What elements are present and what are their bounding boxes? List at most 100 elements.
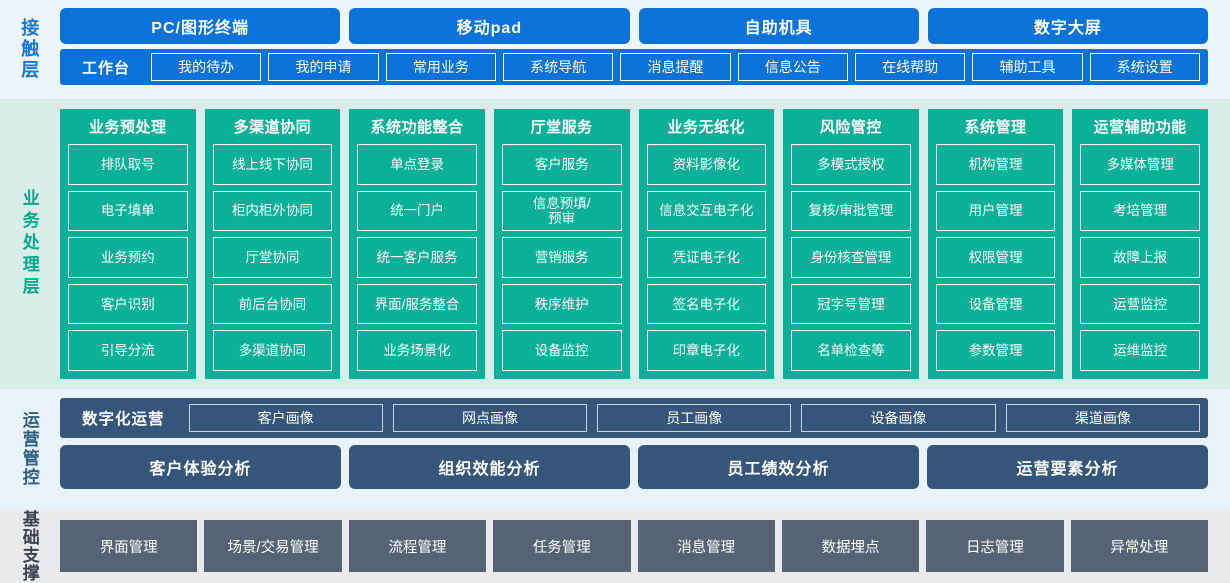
workbench-item-system-settings[interactable]: 系统设置 bbox=[1089, 53, 1200, 81]
operations-layer-label: 运营管控 bbox=[19, 411, 39, 487]
portrait-chip-employee[interactable]: 员工画像 bbox=[597, 404, 792, 432]
business-item[interactable]: 考培管理 bbox=[1080, 190, 1200, 232]
business-item[interactable]: 统一门户 bbox=[357, 190, 477, 232]
workbench-item-auxiliary-tools[interactable]: 辅助工具 bbox=[972, 53, 1083, 81]
workbench-item-my-application[interactable]: 我的申请 bbox=[268, 53, 379, 81]
business-item[interactable]: 资料影像化 bbox=[646, 144, 767, 185]
business-item[interactable]: 单点登录 bbox=[357, 144, 477, 185]
business-item[interactable]: 多媒体管理 bbox=[1080, 144, 1200, 185]
foundation-item-log-management[interactable]: 日志管理 bbox=[926, 520, 1064, 572]
business-item[interactable]: 信息交互电子化 bbox=[646, 190, 767, 232]
business-item[interactable]: 复核/审批管理 bbox=[791, 190, 911, 232]
business-item[interactable]: 设备监控 bbox=[501, 330, 622, 371]
business-item[interactable]: 身份核查管理 bbox=[791, 237, 911, 278]
business-item[interactable]: 客户服务 bbox=[501, 144, 622, 185]
portrait-chip-device[interactable]: 设备画像 bbox=[801, 404, 996, 432]
analysis-box-operation-elements[interactable]: 运营要素分析 bbox=[927, 445, 1208, 489]
business-item[interactable]: 引导分流 bbox=[68, 330, 188, 371]
business-item[interactable]: 机构管理 bbox=[935, 144, 1056, 185]
channel-box-pc[interactable]: PC/图形终端 bbox=[60, 8, 341, 44]
business-item[interactable]: 业务场景化 bbox=[357, 330, 477, 371]
analysis-box-employee-performance[interactable]: 员工绩效分析 bbox=[638, 445, 919, 489]
business-item[interactable]: 前后台协同 bbox=[212, 283, 333, 325]
channel-box-digital-screen[interactable]: 数字大屏 bbox=[927, 8, 1208, 44]
channel-box-mobile-pad[interactable]: 移动pad bbox=[349, 8, 630, 44]
business-column-title: 厅堂服务 bbox=[530, 119, 593, 136]
business-column-title: 业务预处理 bbox=[89, 119, 167, 136]
business-item[interactable]: 运营监控 bbox=[1080, 283, 1200, 325]
analysis-row: 客户体验分析 组织效能分析 员工绩效分析 运营要素分析 bbox=[60, 445, 1208, 489]
analysis-box-organization-efficiency[interactable]: 组织效能分析 bbox=[349, 445, 630, 489]
business-column-lobby-service: 厅堂服务 客户服务 信息预填/ 预审 营销服务 秩序维护 设备监控 bbox=[493, 109, 630, 379]
workbench-item-message-reminder[interactable]: 消息提醒 bbox=[620, 53, 731, 81]
business-item[interactable]: 多渠道协同 bbox=[212, 330, 333, 371]
workbench-item-system-navigation[interactable]: 系统导航 bbox=[503, 53, 614, 81]
contact-layer-body: PC/图形终端 移动pad 自助机具 数字大屏 工作台 我的待办 我的申请 常用… bbox=[57, 0, 1230, 99]
business-column-items: 资料影像化 信息交互电子化 凭证电子化 签名电子化 印章电子化 bbox=[646, 144, 767, 371]
business-item[interactable]: 业务预约 bbox=[68, 237, 188, 278]
business-item[interactable]: 冠字号管理 bbox=[791, 283, 911, 325]
business-item[interactable]: 客户识别 bbox=[68, 283, 188, 325]
business-column-items: 机构管理 用户管理 权限管理 设备管理 参数管理 bbox=[935, 144, 1056, 371]
business-item[interactable]: 秩序维护 bbox=[501, 283, 622, 325]
business-item[interactable]: 界面/服务整合 bbox=[357, 283, 477, 325]
business-column-items: 多模式授权 复核/审批管理 身份核查管理 冠字号管理 名单检查等 bbox=[791, 144, 911, 371]
foundation-item-ui-management[interactable]: 界面管理 bbox=[60, 520, 198, 572]
business-layer-label: 业务处理层 bbox=[19, 189, 39, 299]
business-item[interactable]: 参数管理 bbox=[935, 330, 1056, 371]
business-item[interactable]: 故障上报 bbox=[1080, 237, 1200, 278]
business-item[interactable]: 签名电子化 bbox=[646, 283, 767, 325]
business-item[interactable]: 设备管理 bbox=[935, 283, 1056, 325]
workbench-row: 工作台 我的待办 我的申请 常用业务 系统导航 消息提醒 信息公告 在线帮助 辅… bbox=[60, 49, 1208, 85]
foundation-item-scene-transaction-management[interactable]: 场景/交易管理 bbox=[204, 520, 342, 572]
business-column-items: 单点登录 统一门户 统一客户服务 界面/服务整合 业务场景化 bbox=[357, 144, 477, 371]
foundation-layer-label: 基础支撑 bbox=[19, 510, 39, 582]
business-item[interactable]: 名单检查等 bbox=[791, 330, 911, 371]
business-item[interactable]: 厅堂协同 bbox=[212, 237, 333, 278]
business-item[interactable]: 凭证电子化 bbox=[646, 237, 767, 278]
business-item[interactable]: 线上线下协同 bbox=[212, 144, 333, 185]
portrait-chip-channel[interactable]: 渠道画像 bbox=[1005, 404, 1200, 432]
business-column-items: 客户服务 信息预填/ 预审 营销服务 秩序维护 设备监控 bbox=[501, 144, 622, 371]
business-item[interactable]: 统一客户服务 bbox=[357, 237, 477, 278]
portrait-chip-branch[interactable]: 网点画像 bbox=[392, 404, 588, 432]
digital-operations-title: 数字化运营 bbox=[82, 411, 165, 428]
business-item[interactable]: 电子填单 bbox=[68, 190, 188, 232]
foundation-layer-body: 界面管理 场景/交易管理 流程管理 任务管理 消息管理 数据埋点 日志管理 异常… bbox=[57, 509, 1230, 583]
business-item[interactable]: 用户管理 bbox=[935, 190, 1056, 232]
foundation-item-exception-handling[interactable]: 异常处理 bbox=[1070, 520, 1208, 572]
workbench-item-information-bulletin[interactable]: 信息公告 bbox=[737, 53, 848, 81]
business-item[interactable]: 多模式授权 bbox=[791, 144, 911, 185]
business-item[interactable]: 排队取号 bbox=[68, 144, 188, 185]
business-column-system-management: 系统管理 机构管理 用户管理 权限管理 设备管理 参数管理 bbox=[927, 109, 1064, 379]
business-column-risk-control: 风险管控 多模式授权 复核/审批管理 身份核查管理 冠字号管理 名单检查等 bbox=[783, 109, 919, 379]
analysis-box-customer-experience[interactable]: 客户体验分析 bbox=[60, 445, 341, 489]
business-column-multichannel: 多渠道协同 线上线下协同 柜内柜外协同 厅堂协同 前后台协同 多渠道协同 bbox=[204, 109, 341, 379]
operations-layer-band: 运营管控 数字化运营 客户画像 网点画像 员工画像 设备画像 渠道画像 客户体验… bbox=[0, 389, 1230, 509]
portrait-chip-customer[interactable]: 客户画像 bbox=[188, 404, 383, 432]
contact-layer-band: 接触层 PC/图形终端 移动pad 自助机具 数字大屏 工作台 我的待办 我的申… bbox=[0, 0, 1230, 99]
business-item[interactable]: 柜内柜外协同 bbox=[212, 190, 333, 232]
business-layer-band: 业务处理层 业务预处理 排队取号 电子填单 业务预约 客户识别 引导分流 多渠道… bbox=[0, 99, 1230, 389]
foundation-item-message-management[interactable]: 消息管理 bbox=[637, 520, 775, 572]
business-item[interactable]: 营销服务 bbox=[501, 237, 622, 278]
business-column-system-integration: 系统功能整合 单点登录 统一门户 统一客户服务 界面/服务整合 业务场景化 bbox=[349, 109, 485, 379]
workbench-item-common-business[interactable]: 常用业务 bbox=[385, 53, 496, 81]
workbench-item-my-todo[interactable]: 我的待办 bbox=[151, 53, 262, 81]
foundation-item-task-management[interactable]: 任务管理 bbox=[493, 520, 631, 572]
foundation-layer-band: 基础支撑 界面管理 场景/交易管理 流程管理 任务管理 消息管理 数据埋点 日志… bbox=[0, 509, 1230, 583]
business-item[interactable]: 运维监控 bbox=[1080, 330, 1200, 371]
workbench-title: 工作台 bbox=[82, 59, 131, 77]
workbench-item-online-help[interactable]: 在线帮助 bbox=[854, 53, 966, 81]
business-column-items: 排队取号 电子填单 业务预约 客户识别 引导分流 bbox=[68, 144, 188, 371]
business-item[interactable]: 印章电子化 bbox=[646, 330, 767, 371]
foundation-item-process-management[interactable]: 流程管理 bbox=[348, 520, 487, 572]
contact-layer-label: 接触层 bbox=[19, 18, 40, 81]
business-item[interactable]: 权限管理 bbox=[935, 237, 1056, 278]
foundation-item-data-tracking[interactable]: 数据埋点 bbox=[781, 520, 920, 572]
business-item[interactable]: 信息预填/ 预审 bbox=[501, 190, 622, 232]
business-column-preprocessing: 业务预处理 排队取号 电子填单 业务预约 客户识别 引导分流 bbox=[60, 109, 196, 379]
channel-box-self-service[interactable]: 自助机具 bbox=[638, 8, 919, 44]
business-column-items: 多媒体管理 考培管理 故障上报 运营监控 运维监控 bbox=[1080, 144, 1200, 371]
